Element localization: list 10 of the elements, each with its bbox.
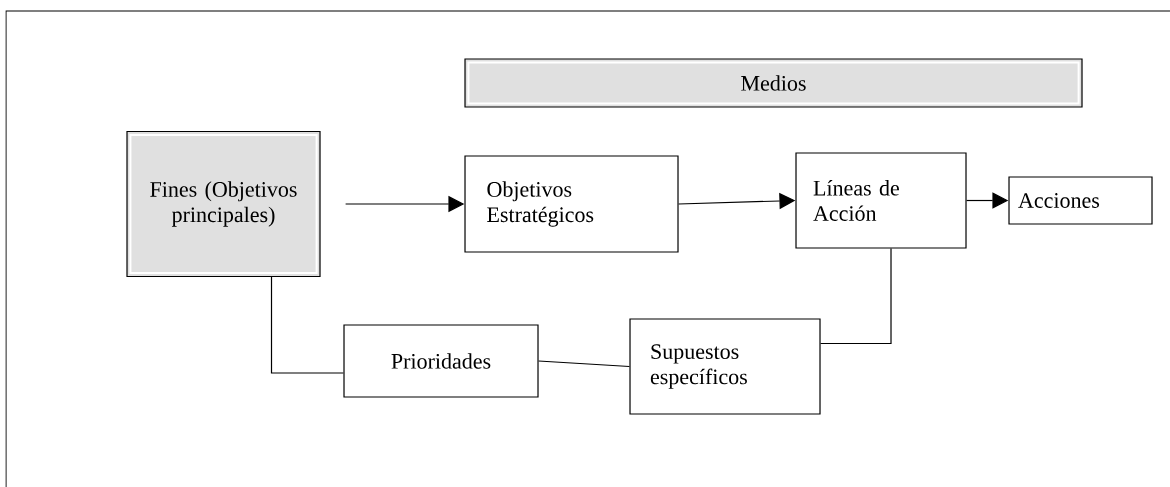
- process-box: Supuestos específicos: [629, 318, 821, 415]
- process-box: Líneas de Acción: [795, 152, 967, 249]
- process-box: Objetivos Estratégicos: [464, 155, 679, 253]
- process-box: Acciones: [1008, 176, 1153, 225]
- process-box: Fines (Objetivos principales): [126, 130, 321, 278]
- connector-line: [820, 248, 892, 345]
- connector-line: [270, 276, 344, 374]
- process-box: Prioridades: [343, 324, 539, 398]
- heading-bar: Medios: [464, 58, 1083, 108]
- connector-line: [538, 360, 630, 368]
